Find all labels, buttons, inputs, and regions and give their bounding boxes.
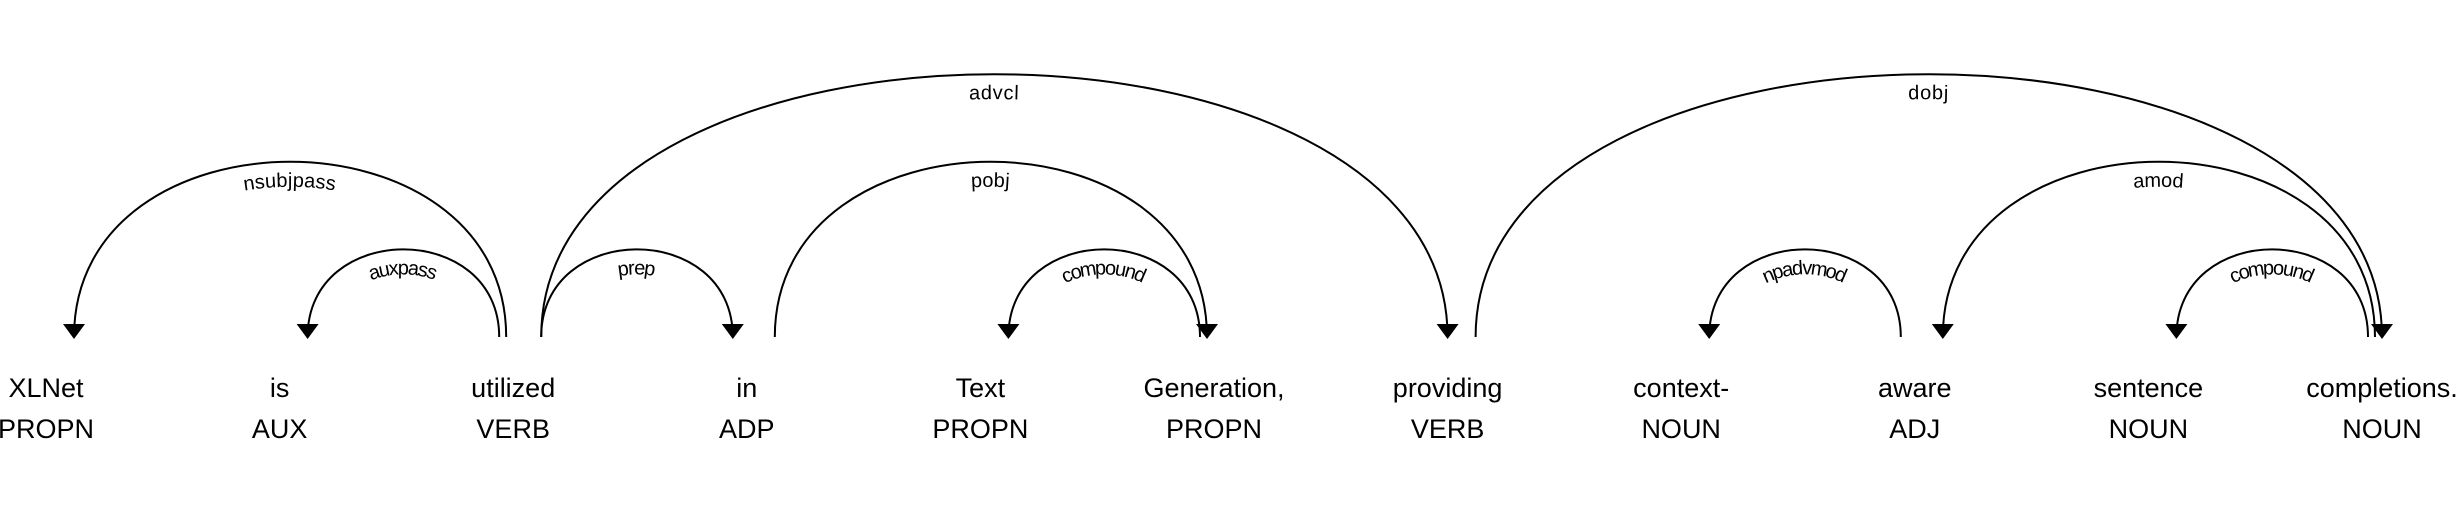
token-word: completions. [2306, 373, 2458, 403]
dependency-arrow: nsubjpass [63, 160, 508, 339]
dependency-arc-label: advcl [969, 82, 1020, 104]
token-pos-tag: PROPN [1166, 414, 1262, 444]
dependency-arrow: prep [540, 248, 744, 339]
dependency-arc-path [540, 248, 734, 338]
dependency-arrow: compound [997, 248, 1201, 339]
token: context- NOUN [1633, 373, 1729, 444]
dependency-arc-path [73, 160, 508, 338]
token-pos-tag: ADJ [1889, 414, 1940, 444]
token-word: utilized [471, 373, 555, 403]
dependency-arrow: pobj [773, 160, 1218, 339]
dependency-arrow: npadvmod [1698, 248, 1902, 339]
token-pos-tag: NOUN [2342, 414, 2422, 444]
dependency-arc-label: nsubjpass [242, 170, 338, 196]
token-word: aware [1878, 373, 1952, 403]
dependency-arc-path [2175, 248, 2369, 338]
arrowhead-icon [296, 324, 319, 339]
arrowhead-icon [1698, 324, 1721, 339]
token-pos-tag: VERB [476, 414, 550, 444]
token-pos-tag: PROPN [932, 414, 1028, 444]
arrowhead-icon [997, 324, 1020, 339]
arrowhead-icon [1196, 324, 1218, 339]
arrowhead-icon [63, 324, 85, 339]
dependency-arrow: advcl [540, 73, 1459, 339]
token-word: providing [1393, 373, 1503, 403]
token-word: Generation, [1143, 373, 1284, 403]
dependency-arc-label: npadvmod [1759, 257, 1851, 288]
arrowhead-icon [1436, 324, 1459, 339]
dependency-arc-path [1007, 248, 1201, 338]
arrowhead-icon [2371, 324, 2393, 339]
dependency-arc-label: prep [616, 257, 658, 281]
dependency-arrow: amod [1931, 160, 2376, 339]
token: Generation, PROPN [1143, 373, 1284, 444]
dependency-arc-label: pobj [970, 170, 1011, 193]
token-pos-tag: VERB [1411, 414, 1485, 444]
dependency-arc-path [1708, 248, 1902, 338]
token-pos-tag: ADP [719, 414, 775, 444]
dependency-arc-path [1474, 73, 2383, 338]
dependency-arc-label: compound [1058, 257, 1150, 288]
dependency-arc-label: dobj [1908, 82, 1950, 104]
token-word: sentence [2094, 373, 2204, 403]
dependency-arrow: compound [2165, 248, 2369, 339]
dependency-arc-path [773, 160, 1208, 338]
arrowhead-icon [1931, 324, 1954, 339]
token-pos-tag: NOUN [1641, 414, 1721, 444]
dependency-arc-path [1941, 160, 2376, 338]
token-pos-tag: NOUN [2109, 414, 2189, 444]
token-pos-tag: AUX [252, 414, 308, 444]
dependency-arc-path [540, 73, 1449, 338]
token: completions. NOUN [2306, 373, 2458, 444]
arrowhead-icon [2165, 324, 2188, 339]
dependency-arrow: dobj [1474, 73, 2393, 339]
token-word: context- [1633, 373, 1729, 403]
token-pos-tag: PROPN [0, 414, 94, 444]
dependency-arrow: auxpass [296, 248, 501, 339]
dependency-arc-label: compound [2226, 257, 2318, 288]
token-word: in [736, 373, 757, 403]
token-word: Text [956, 373, 1006, 403]
token-word: is [270, 373, 290, 403]
dependency-arc-path [306, 248, 501, 338]
dependency-arc-label: auxpass [366, 257, 441, 285]
token-word: XLNet [8, 373, 84, 403]
arrowhead-icon [721, 324, 744, 339]
dependency-arc-label: amod [2132, 170, 2185, 193]
